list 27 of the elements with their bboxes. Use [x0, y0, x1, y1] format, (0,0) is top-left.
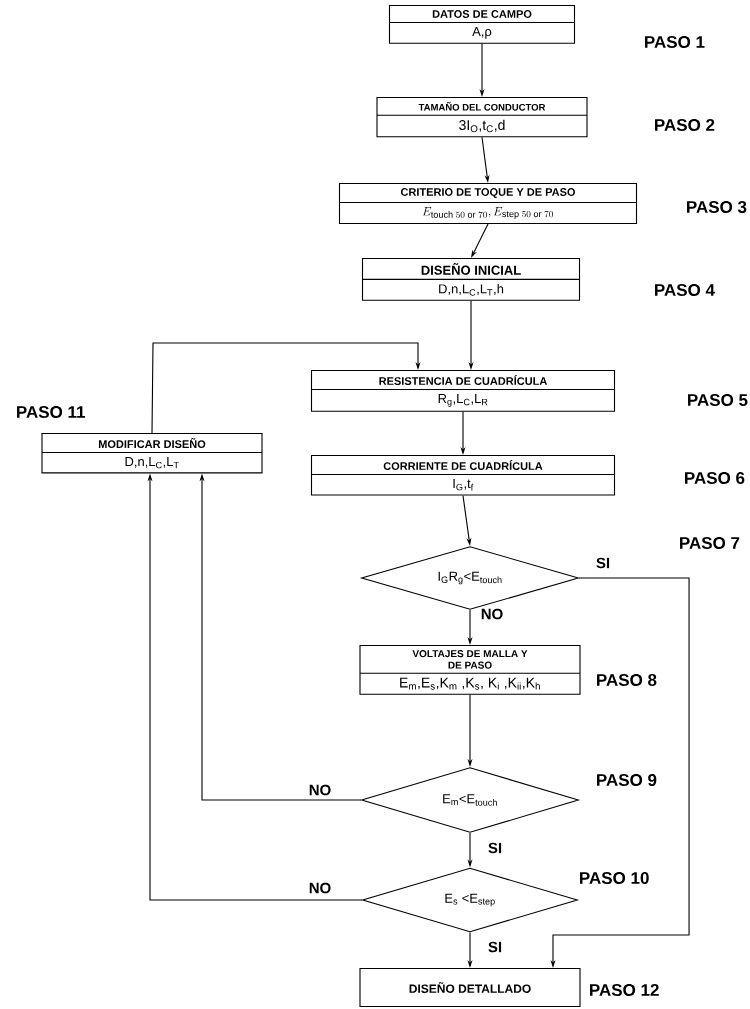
process-box: CORRIENTE DE CUADRÍCULA I$_{G}$,t$_{f}$: [310, 455, 616, 496]
step-label: PASO 10: [580, 872, 649, 885]
process-box: MODIFICAR DISEÑO D,n,L$_{C}$,L$_{T}$: [41, 433, 263, 474]
edge-label: NO: [307, 881, 333, 895]
step-label: PASO 3: [687, 200, 747, 214]
edge-label: NO: [479, 607, 505, 621]
edge-label: SI: [486, 940, 504, 954]
step-label: PASO 4: [655, 284, 715, 297]
process-box: CRITERIO DE TOQUE Y DE PASO $E_{\mathrm{touch}\;50\;\mathrm{or}\;70},E_{\mathrm{step}\;50\;\mathrm{or}\;70}$: [338, 183, 638, 225]
step-label: PASO 2: [655, 119, 715, 132]
step-label: PASO 11: [17, 406, 86, 419]
edge-label: SI: [486, 841, 504, 855]
step-label: PASO 7: [680, 537, 740, 550]
step-label: PASO 8: [597, 674, 657, 687]
step-label: PASO 6: [685, 472, 745, 485]
process-box: VOLTAJES DE MALLA Y DE PASO E$_{m}$,E$_{s}$,K$_{m}$ ,K$_{s}$, K$_{i}$ ,K$_{ii}$,K$_{h}$: [359, 645, 581, 695]
step-label: PASO 1: [645, 36, 705, 49]
process-box: DISEÑO DETALLADO: [359, 968, 581, 1008]
edge-label: SI: [594, 556, 612, 570]
process-box: DATOS DE CAMPO A,ρ: [388, 5, 576, 44]
process-box: DISEÑO INICIAL D,n,L$_{C}$,L$_{T}$,h: [361, 258, 581, 301]
arrow: [151, 342, 421, 434]
edge-label: NO: [307, 783, 333, 797]
step-label: PASO 9: [597, 774, 657, 787]
process-box: RESISTENCIA DE CUADRÍCULA R$_{g}$,L$_{C}$,L$_{R}$: [310, 370, 616, 412]
process-box: TAMAÑO DEL CONDUCTOR 3I$_{O}$,t$_{C}$,d: [376, 97, 588, 138]
step-label: PASO 5: [688, 394, 748, 407]
